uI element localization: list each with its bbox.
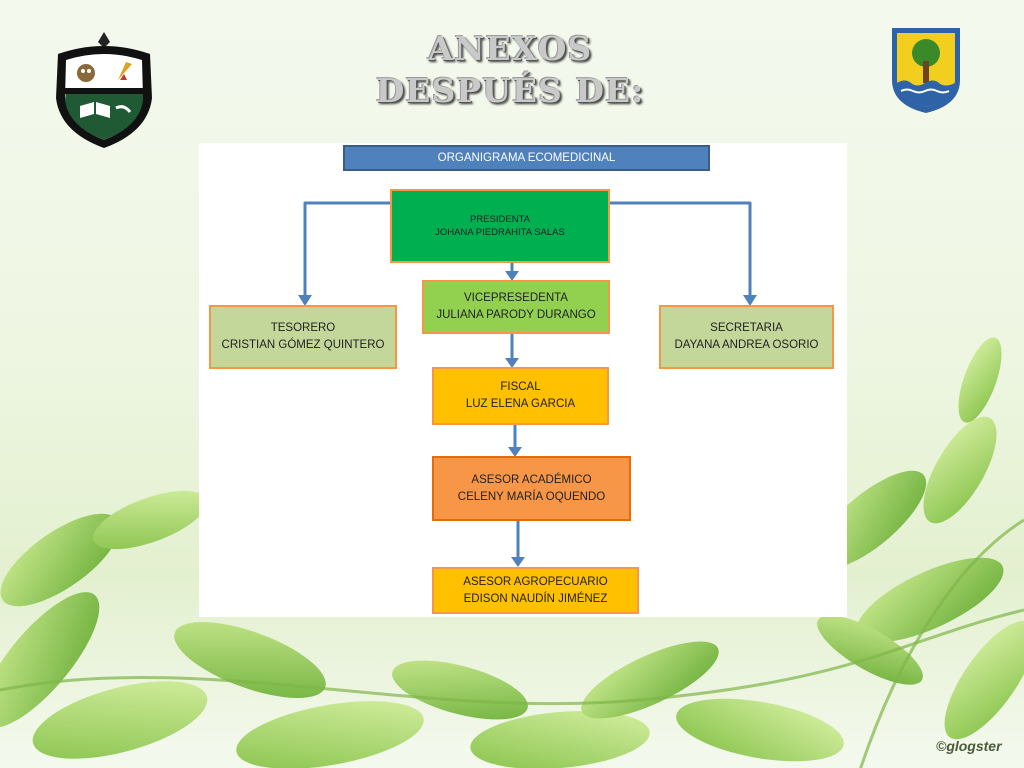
node-vicepresidenta: VICEPRESEDENTA JULIANA PARODY DURANGO [422, 280, 610, 334]
arrowhead-agropecuario [511, 557, 525, 567]
node-name: CELENY MARÍA OQUENDO [457, 490, 606, 503]
node-role: ASESOR AGROPECUARIO [463, 575, 608, 588]
connector-presidenta-tesorero [303, 201, 392, 300]
node-secretaria: SECRETARIA DAYANA ANDREA OSORIO [659, 305, 834, 369]
arrowhead-academico [508, 447, 522, 457]
watermark-text: ©glogster [936, 738, 1002, 754]
node-name: CRISTIAN GÓMEZ QUINTERO [221, 339, 385, 351]
municipal-shield-icon [892, 28, 960, 113]
node-role: TESORERO [270, 322, 336, 334]
org-chart-panel: ORGANIGRAMA ECOMEDICINAL PRESIDENTA JOHA… [199, 143, 847, 617]
node-fiscal: FISCAL LUZ ELENA GARCIA [432, 367, 609, 425]
arrowhead-vicepresidenta [505, 271, 519, 281]
org-chart-connectors [298, 201, 757, 567]
node-role: ASESOR ACADÉMICO [471, 473, 592, 486]
connector-presidenta-secretaria [608, 201, 752, 300]
node-name: JOHANA PIEDRAHITA SALAS [435, 227, 565, 238]
school-crest-icon [56, 32, 152, 148]
org-chart-header: ORGANIGRAMA ECOMEDICINAL [343, 145, 710, 171]
slide-title: ANEXOS DESPUÉS DE: [330, 28, 690, 112]
node-asesor-agropecuario: ASESOR AGROPECUARIO EDISON NAUDÍN JIMÉNE… [432, 567, 639, 614]
node-asesor-academico: ASESOR ACADÉMICO CELENY MARÍA OQUENDO [432, 456, 631, 521]
arrowhead-tesorero [298, 295, 312, 306]
node-name: LUZ ELENA GARCIA [465, 398, 576, 410]
arrowhead-secretaria [743, 295, 757, 306]
node-role: VICEPRESEDENTA [464, 292, 568, 304]
header-label: ORGANIGRAMA ECOMEDICINAL [437, 151, 616, 164]
node-name: DAYANA ANDREA OSORIO [674, 339, 819, 351]
title-line-2: DESPUÉS DE: [375, 71, 645, 110]
node-role: SECRETARIA [710, 322, 783, 334]
node-presidenta: PRESIDENTA JOHANA PIEDRAHITA SALAS [390, 189, 610, 263]
node-name: EDISON NAUDÍN JIMÉNEZ [463, 592, 608, 605]
node-role: PRESIDENTA [469, 214, 530, 225]
node-name: JULIANA PARODY DURANGO [436, 309, 596, 321]
title-line-1: ANEXOS [427, 29, 593, 68]
arrowhead-fiscal [505, 358, 519, 368]
node-role: FISCAL [500, 381, 541, 393]
node-tesorero: TESORERO CRISTIAN GÓMEZ QUINTERO [209, 305, 397, 369]
